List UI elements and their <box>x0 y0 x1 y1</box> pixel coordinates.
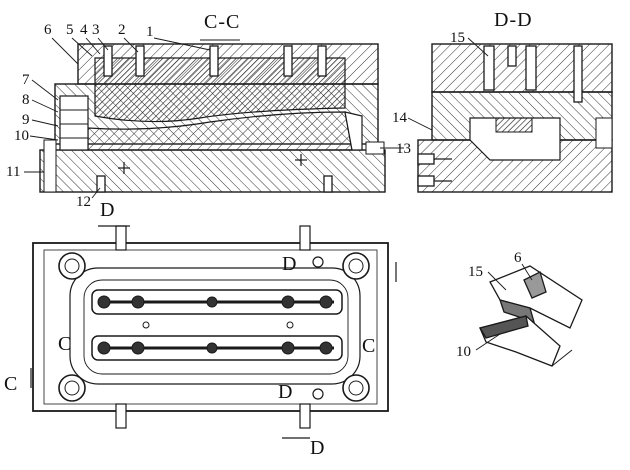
cc-core <box>87 111 353 151</box>
section-arrows <box>98 225 310 439</box>
label-d-right-upper: D <box>282 253 297 275</box>
cc-molded-part <box>94 57 346 123</box>
part-14: 14 <box>392 110 408 126</box>
label-d-right-lower: D <box>278 381 293 403</box>
part-10: 10 <box>14 128 29 144</box>
section-labels: C-C D-D D D D D C C C <box>4 9 533 459</box>
label-d-bottom: D <box>310 437 325 459</box>
part-13: 13 <box>396 141 411 157</box>
plan-cavity-outline <box>69 267 361 385</box>
plan-bolt-heads <box>97 295 333 355</box>
part-12: 12 <box>76 194 91 210</box>
isometric-detail <box>478 265 583 367</box>
plan-guide-pillars <box>58 252 370 402</box>
iso-part-6: 6 <box>514 250 522 266</box>
leader-lines <box>24 37 533 351</box>
cc-guide-pillar <box>43 139 57 193</box>
part-1: 1 <box>146 24 154 40</box>
label-d-top: D <box>100 199 115 221</box>
part-15: 15 <box>450 30 465 46</box>
part-7: 7 <box>22 72 30 88</box>
label-c-left: C <box>58 333 72 355</box>
cc-bottom-plate <box>39 149 386 193</box>
part-6: 6 <box>44 22 52 38</box>
part-5: 5 <box>66 22 74 38</box>
part-4: 4 <box>80 22 88 38</box>
part-2: 2 <box>118 22 126 38</box>
iso-part-15: 15 <box>468 264 483 280</box>
part-3: 3 <box>92 22 100 38</box>
section-dd-view <box>417 43 613 193</box>
part-9: 9 <box>22 112 30 128</box>
iso-part-10: 10 <box>456 344 471 360</box>
dd-top-plate <box>431 43 613 93</box>
cc-left-slide <box>59 95 89 151</box>
section-cc-view <box>39 39 386 193</box>
part-8: 8 <box>22 92 30 108</box>
plan-view <box>30 225 397 429</box>
label-c-far-left: C <box>4 373 18 395</box>
label-section-dd: D-D <box>494 9 533 31</box>
part-numbers: 6 5 4 3 2 1 7 8 9 10 11 12 13 14 15 15 6… <box>6 22 522 360</box>
label-c-right: C <box>362 335 376 357</box>
label-section-cc: C-C <box>204 11 240 33</box>
part-11: 11 <box>6 164 20 180</box>
cc-bolts <box>96 45 333 193</box>
